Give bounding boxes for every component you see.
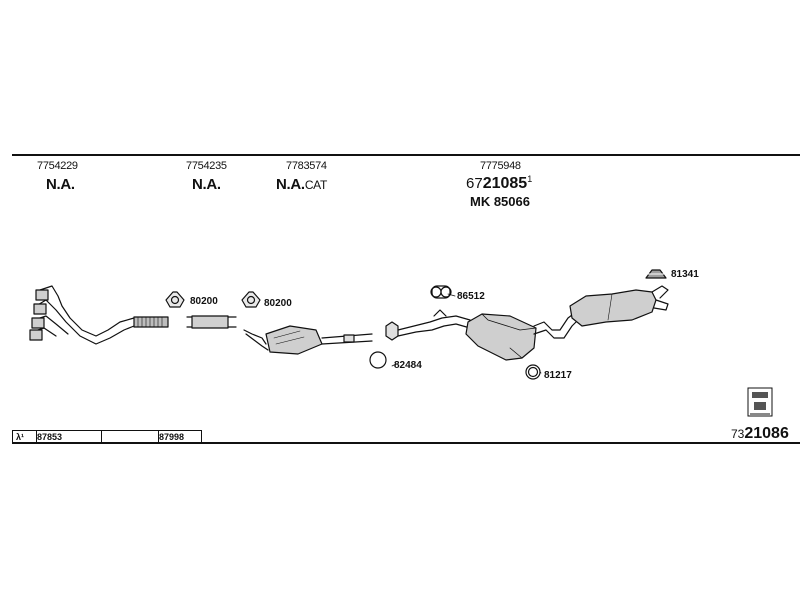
- gasket-icon: [165, 291, 185, 308]
- diagram-number: 7321086: [731, 425, 789, 443]
- main-ref-code-main: 21085: [482, 175, 528, 192]
- footer-code-box: λ¹ 87853 87998: [12, 430, 202, 443]
- catalytic-converter-icon: [243, 325, 373, 355]
- footer-code-2: [99, 431, 159, 442]
- ref-number-2: 7754235: [186, 160, 227, 172]
- part-label-clamp: 81217: [544, 370, 572, 381]
- front-silencer-icon: [385, 309, 537, 361]
- ref-label-3-text: N.A.: [276, 176, 305, 193]
- clamp-icon: [525, 364, 541, 380]
- bracket-icon: [645, 269, 667, 279]
- main-ref-mk: MK 85066: [470, 194, 530, 209]
- hanger-icon: [430, 285, 452, 299]
- diagram-number-main: 21086: [744, 425, 789, 442]
- ref-label-2: N.A.: [192, 176, 221, 193]
- main-ref-code-prefix: 67: [466, 175, 483, 192]
- flex-pipe-icon: [133, 316, 169, 328]
- flex-pipe-icon: [186, 315, 237, 329]
- part-label-bracket: 81341: [671, 269, 699, 280]
- main-ref-number: 7775948: [480, 160, 521, 172]
- ref-number-1: 7754229: [37, 160, 78, 172]
- top-rule: [12, 154, 800, 156]
- ref-number-3: 7783574: [286, 160, 327, 172]
- main-ref-code-sup: 1: [527, 174, 533, 184]
- part-label-hanger: 86512: [457, 291, 485, 302]
- ref-label-1: N.A.: [46, 176, 75, 193]
- fitting-symbol-icon: [747, 387, 773, 417]
- part-label-ring: 82484: [394, 360, 422, 371]
- footer-code-1: 87853: [34, 431, 102, 442]
- rear-silencer-icon: [533, 285, 669, 339]
- bottom-rule: [12, 442, 800, 444]
- ref-label-3: N.A.CAT: [276, 176, 327, 193]
- mounting-ring-icon: [369, 351, 387, 369]
- footer-code-3: 87998: [159, 432, 185, 442]
- lambda-cell: λ¹: [13, 431, 37, 442]
- gasket-icon: [241, 291, 261, 308]
- main-ref-code: 67210851: [466, 174, 532, 193]
- exhaust-manifold-icon: [29, 285, 135, 345]
- diagram-number-prefix: 73: [731, 427, 745, 441]
- ref-label-3-suffix: CAT: [304, 178, 328, 192]
- part-label-gasket-1: 80200: [190, 296, 218, 307]
- part-label-gasket-2: 80200: [264, 298, 292, 309]
